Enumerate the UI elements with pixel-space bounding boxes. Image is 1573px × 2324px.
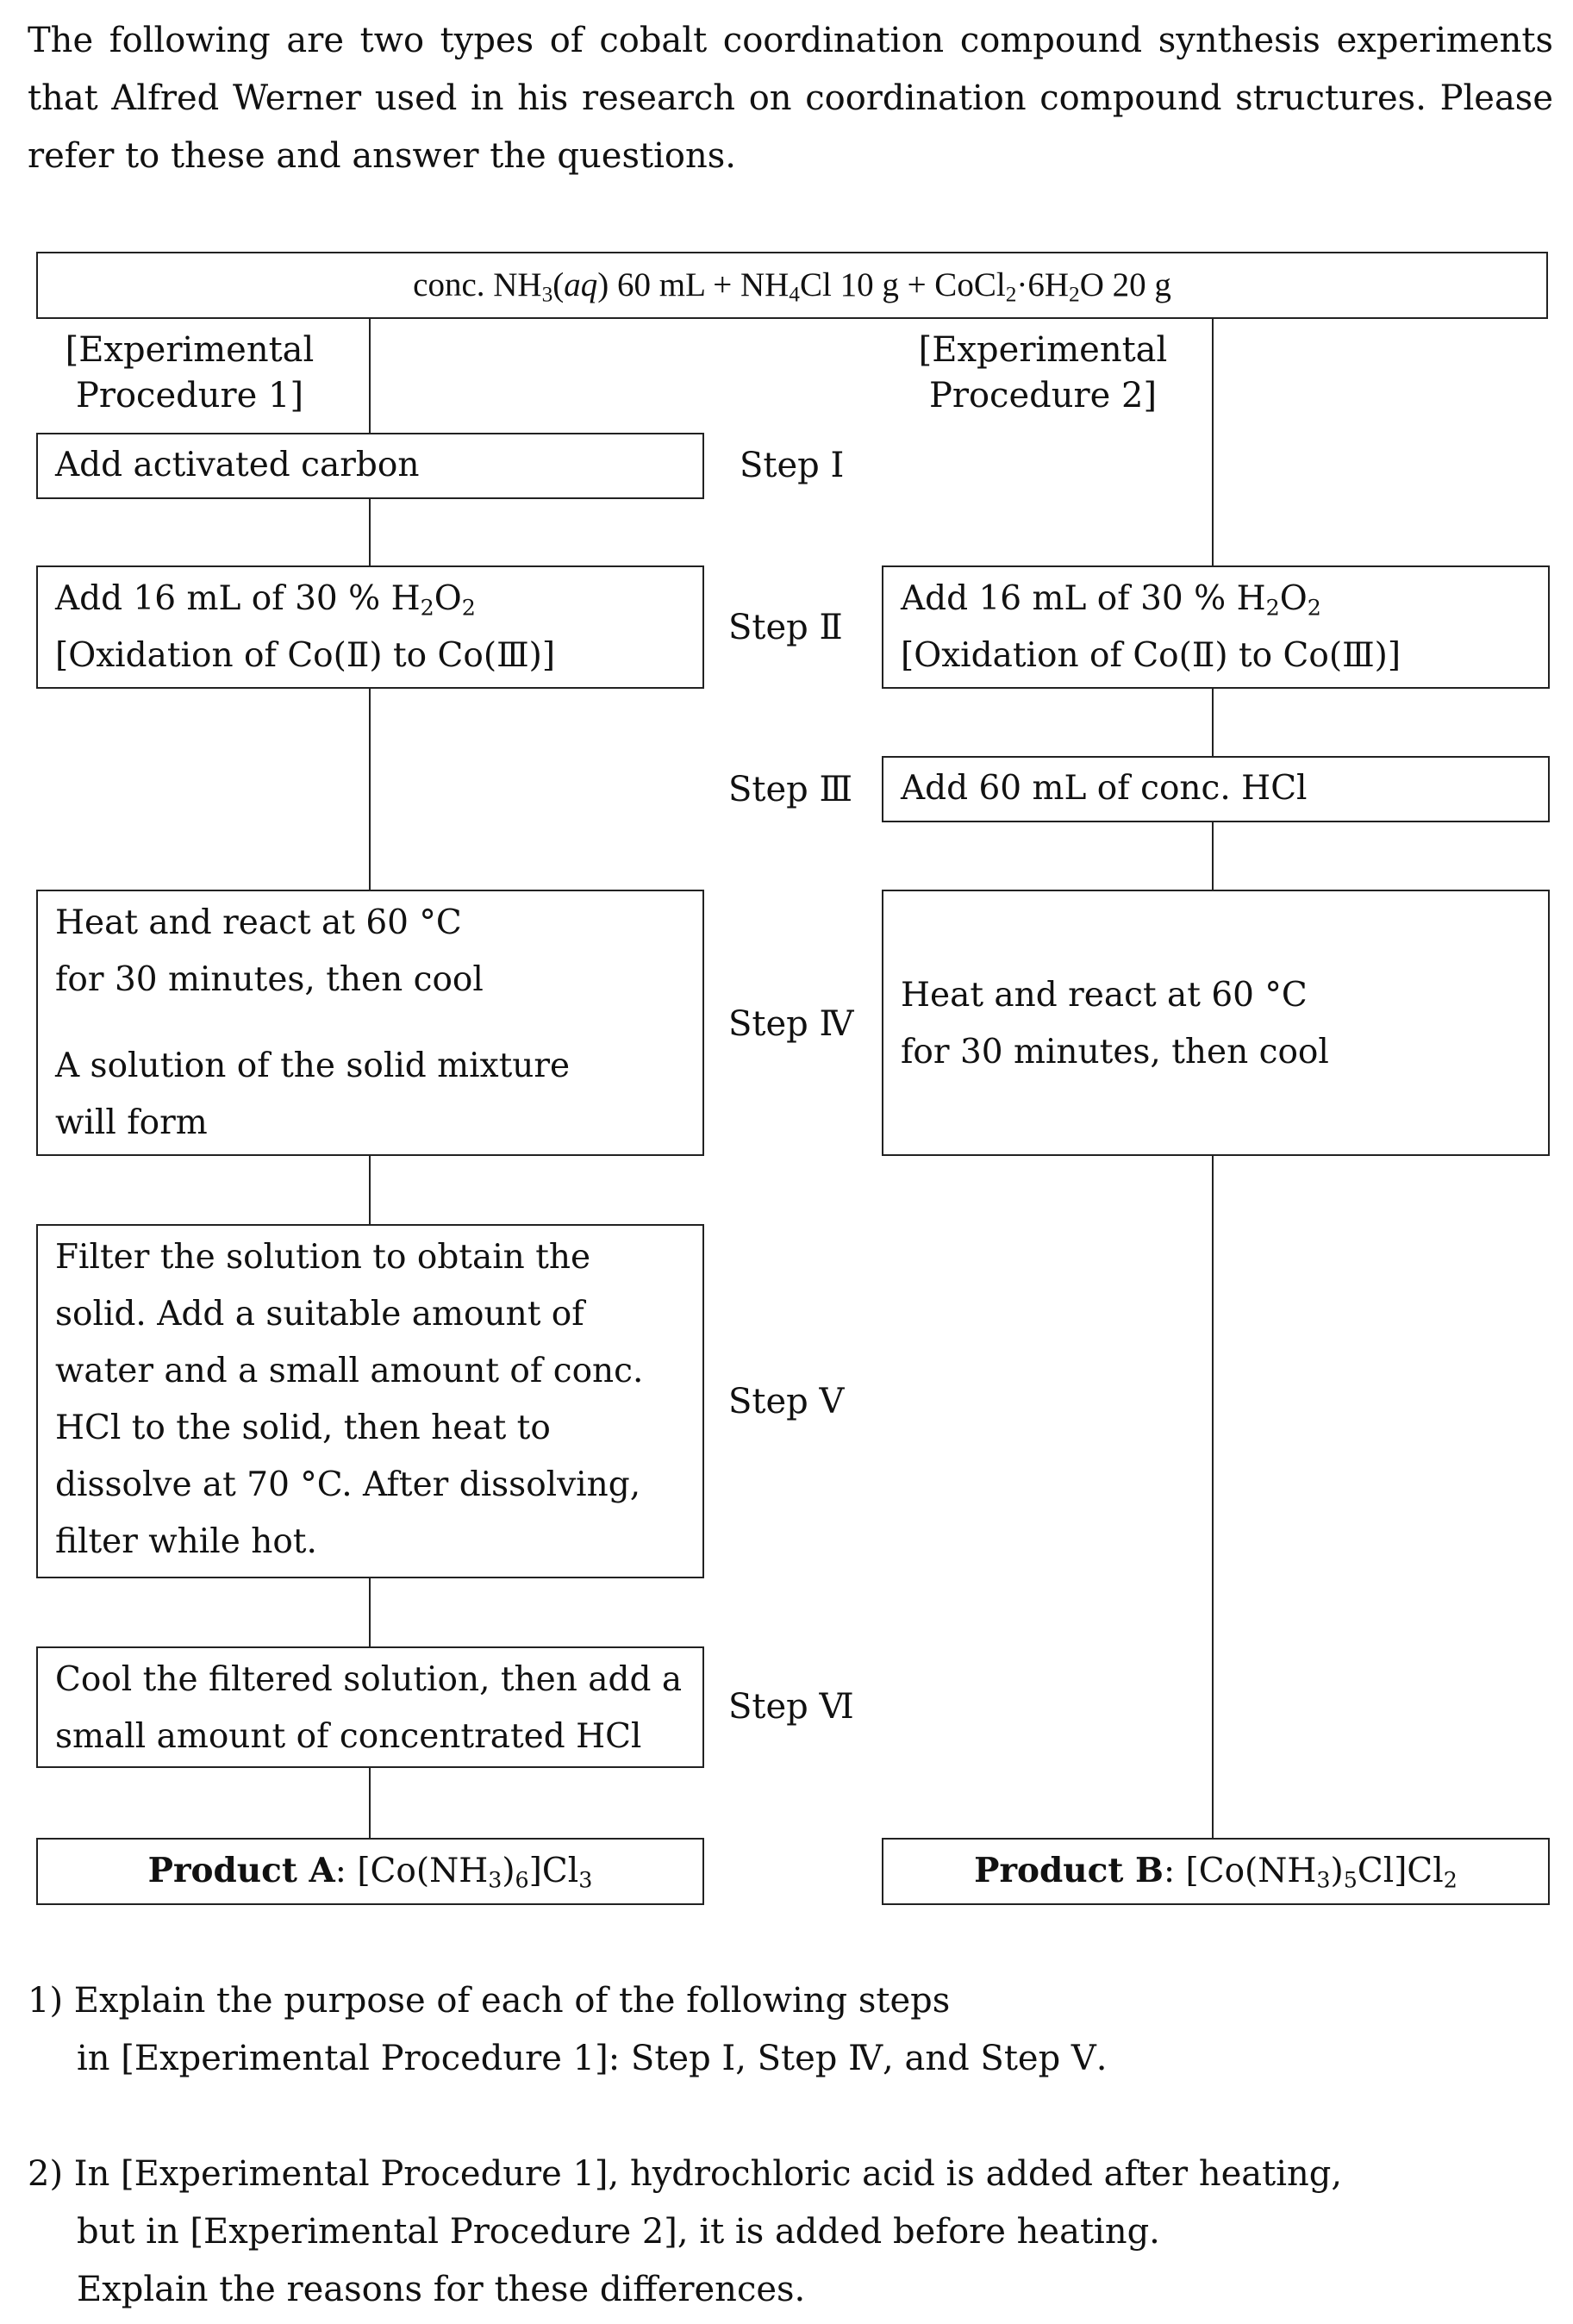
p1-step5-box: Filter the solution to obtain the solid.… <box>36 1224 704 1578</box>
step-6-label: Step Ⅵ <box>728 1687 854 1727</box>
connector-line <box>1212 688 1214 757</box>
p1-step1-box: Add activated carbon <box>36 433 704 499</box>
p2-step2-box: Add 16 mL of 30 % H2O2 [Oxidation of Co(… <box>882 565 1550 689</box>
connector-line <box>369 1155 371 1224</box>
connector-line <box>1212 1155 1214 1838</box>
step-1-label: Step Ⅰ <box>740 446 845 485</box>
p2-step4-box: Heat and react at 60 °C for 30 minutes, … <box>882 890 1550 1156</box>
step-3-label: Step Ⅲ <box>728 770 853 809</box>
p2-step3-box: Add 60 mL of conc. HCl <box>882 756 1550 822</box>
procedure-1-heading: [Experimental Procedure 1] <box>65 330 315 415</box>
procedure-2-heading: [Experimental Procedure 2] <box>918 330 1168 415</box>
connector-line <box>1212 822 1214 890</box>
connector-line <box>369 498 371 565</box>
p1-step2-box: Add 16 mL of 30 % H2O2 [Oxidation of Co(… <box>36 565 704 689</box>
question-2: 2) In [Experimental Procedure 1], hydroc… <box>28 2154 1343 2309</box>
connector-line <box>369 1577 371 1646</box>
question-1: 1) Explain the purpose of each of the fo… <box>28 1981 1108 2078</box>
step-4-label: Step Ⅳ <box>728 1004 854 1044</box>
intro-text: The following are two types of cobalt co… <box>28 21 1553 176</box>
step-2-label: Step Ⅱ <box>728 608 843 647</box>
connector-line <box>369 688 371 890</box>
connector-line <box>1212 319 1214 565</box>
p1-step4-box: Heat and react at 60 °C for 30 minutes, … <box>36 890 704 1156</box>
connector-line <box>369 1767 371 1838</box>
reagents-box: conc. NH3(aq) 60 mL + NH4Cl 10 g + CoCl2… <box>36 252 1548 319</box>
p1-step6-box: Cool the filtered solution, then add a s… <box>36 1646 704 1768</box>
product-b-box: Product B: [Co(NH3)5Cl]Cl2 <box>882 1838 1550 1905</box>
connector-line <box>369 319 371 433</box>
step-5-label: Step Ⅴ <box>728 1382 845 1421</box>
product-a-box: Product A: [Co(NH3)6]Cl3 <box>36 1838 704 1905</box>
